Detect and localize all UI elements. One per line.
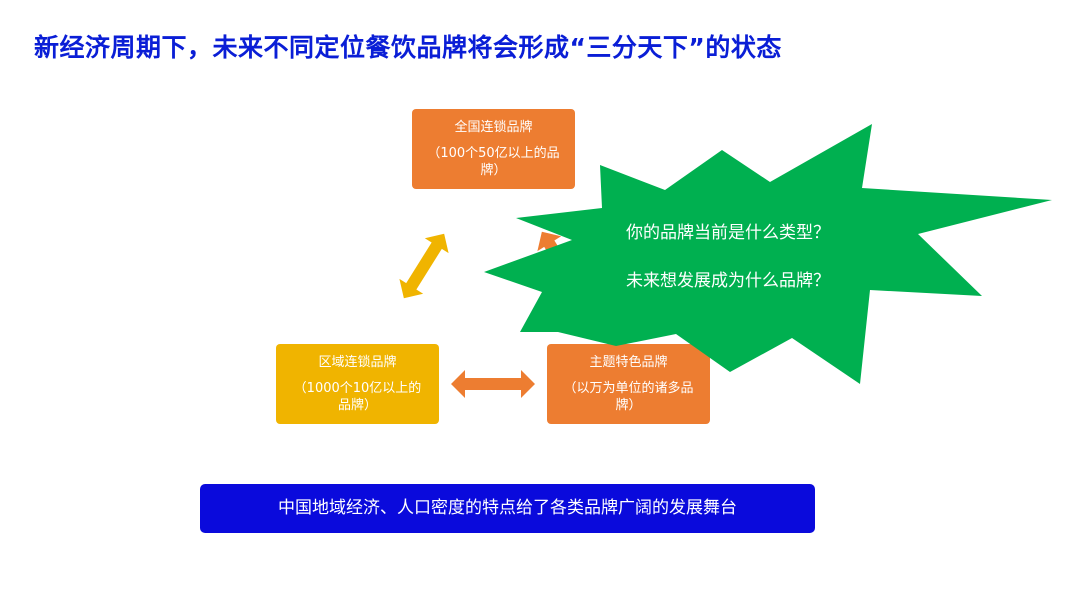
regional-chain-title: 区域连锁品牌 [318,355,397,370]
callout-question-1: 你的品牌当前是什么类型？ [626,223,830,243]
starburst-callout-shape [484,124,1052,384]
bottom-banner: 中国地域经济、人口密度的特点给了各类品牌广阔的发展舞台 [200,484,815,533]
slide-title: 新经济周期下，未来不同定位餐饮品牌将会形成“三分天下”的状态 [34,33,782,62]
theme-brand-title: 主题特色品牌 [589,355,668,370]
arrow-regional-theme [451,370,535,398]
regional-chain-box: 区域连锁品牌 （1000个10亿以上的品牌） [276,344,439,424]
theme-brand-subtitle: （以万为单位的诸多品牌） [563,381,694,413]
national-chain-subtitle: （100个50亿以上的品牌） [427,146,560,178]
arrow-national-regional [399,233,449,299]
callout-question-2: 未来想发展成为什么品牌？ [626,271,830,291]
national-chain-box: 全国连锁品牌 （100个50亿以上的品牌） [412,109,575,189]
regional-chain-subtitle: （1000个10亿以上的品牌） [293,381,422,413]
national-chain-title: 全国连锁品牌 [454,120,533,135]
theme-brand-box: 主题特色品牌 （以万为单位的诸多品牌） [547,344,710,424]
